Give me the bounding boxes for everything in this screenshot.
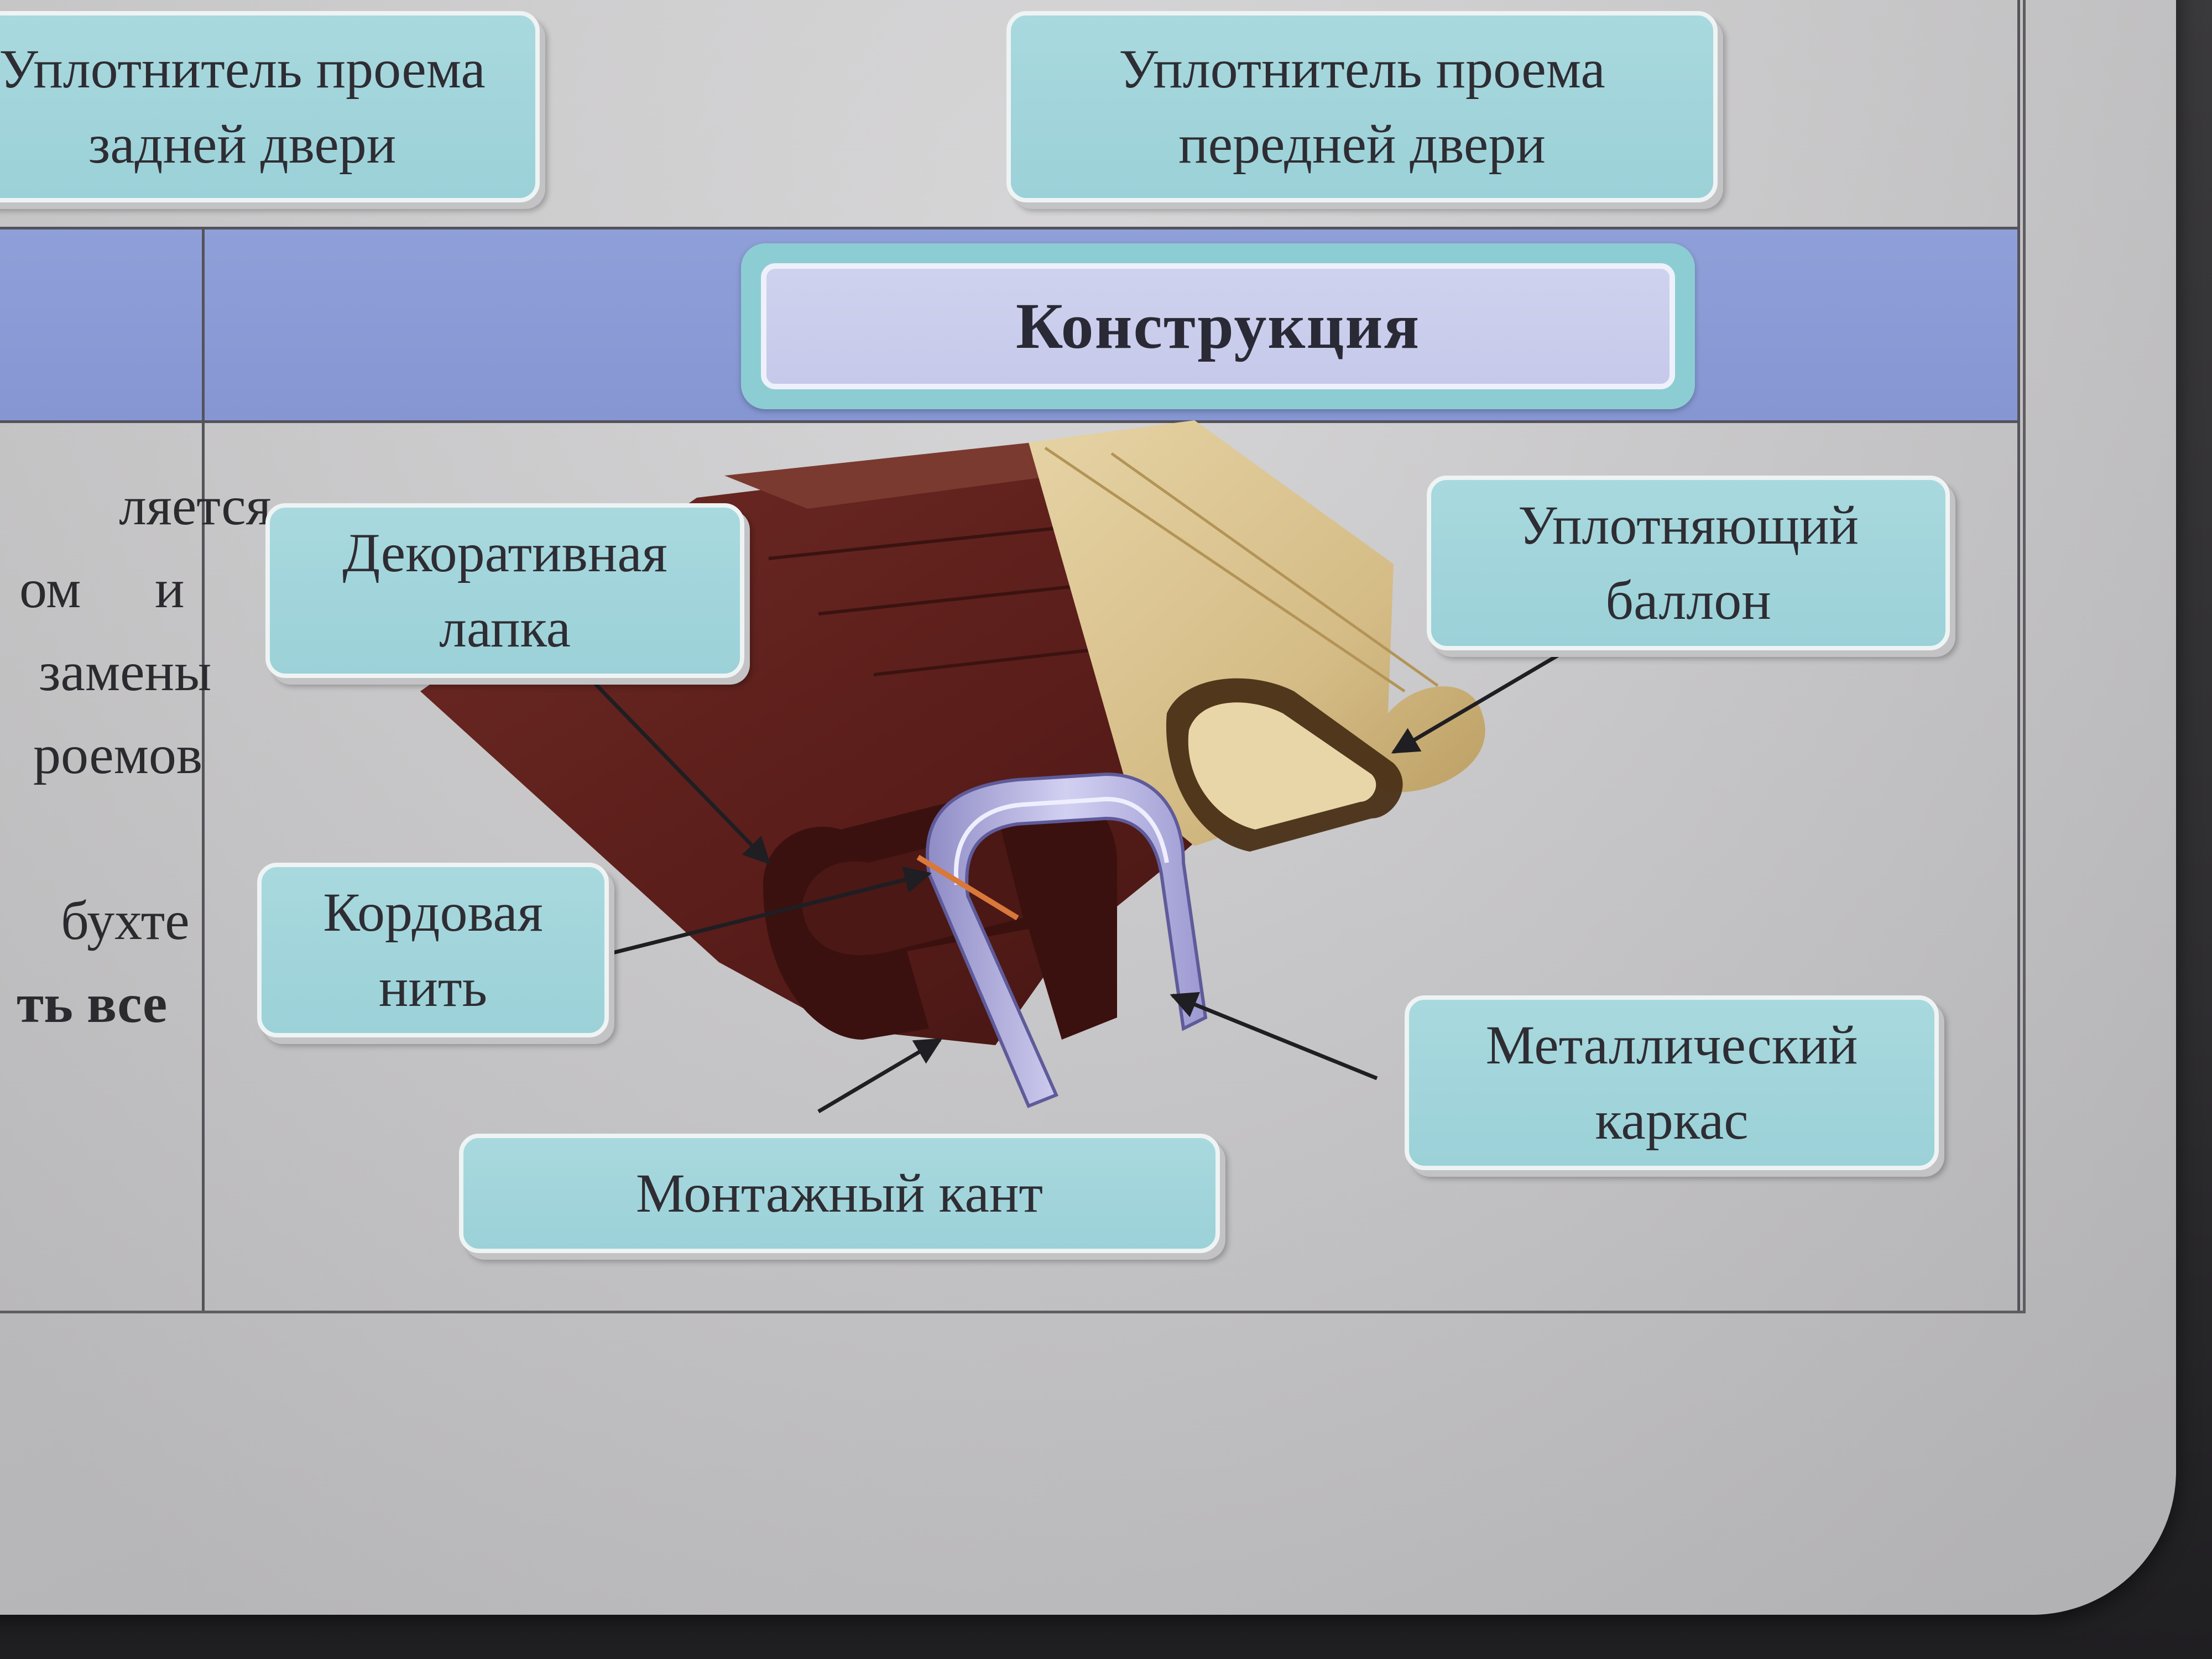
decorative-lip-callout: Декоративная лапка	[265, 503, 744, 678]
left-text-line: и	[155, 558, 185, 619]
left-text-line: роемов	[33, 724, 203, 785]
left-text-line: замены	[39, 641, 212, 702]
metal-frame	[916, 772, 1208, 1108]
construction-heading: Конструкция	[741, 243, 1695, 409]
metal-frame-callout: Металлический каркас	[1405, 995, 1939, 1170]
table-rule-top	[0, 227, 2020, 229]
printed-page: ляется ом и замены роемов бухте ть все У…	[0, 0, 2176, 1615]
left-text-line: ом	[19, 558, 81, 619]
left-text-line: бухте	[61, 890, 190, 951]
rear-door-seal-label: Уплотнитель проема задней двери	[0, 11, 540, 202]
table-right-border	[2017, 0, 2020, 1311]
seal-profile-illustration	[420, 420, 1583, 1114]
leader-arrows	[590, 639, 1583, 1114]
table-column-divider	[202, 227, 205, 1311]
table-rule-mid	[0, 420, 2020, 423]
cord-thread-callout: Кордовая нить	[257, 863, 609, 1037]
construction-heading-text: Конструкция	[761, 263, 1675, 389]
front-door-seal-label: Уплотнитель проема передней двери	[1006, 11, 1718, 202]
sealing-bulb	[1029, 420, 1485, 852]
left-text-line: ть все	[17, 973, 168, 1034]
mounting-edge-callout: Монтажный кант	[459, 1134, 1220, 1253]
left-text-line: ляется	[119, 475, 272, 536]
sealing-bulb-callout: Уплотняющий баллон	[1427, 476, 1950, 650]
